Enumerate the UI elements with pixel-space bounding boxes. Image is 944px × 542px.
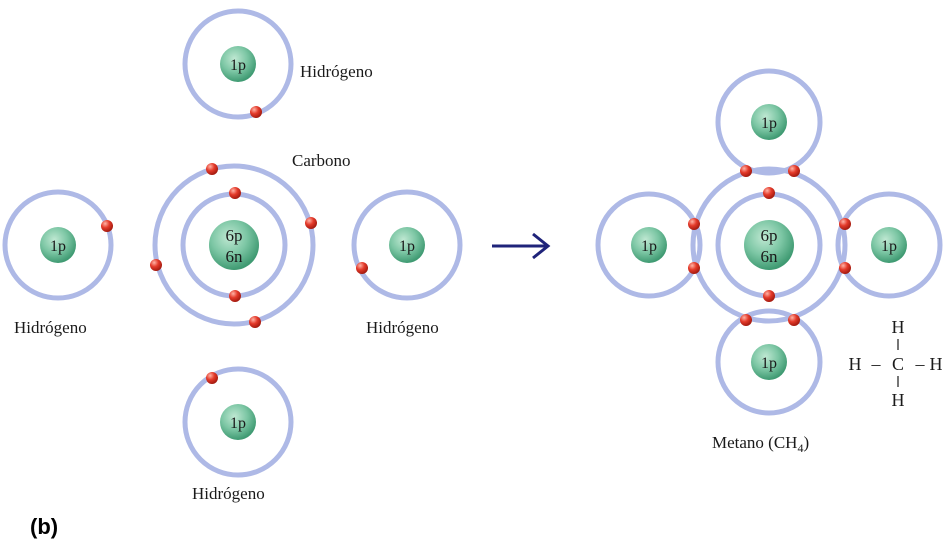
electron bbox=[206, 163, 218, 175]
electron bbox=[788, 314, 800, 326]
electron-shell bbox=[182, 366, 294, 478]
nucleus-protons-label: 6p bbox=[226, 226, 243, 245]
outer-electron-shell bbox=[152, 163, 316, 327]
hydrogen-atom-left: 1p Hidrógeno bbox=[2, 189, 114, 337]
nucleus-label: 1p bbox=[230, 57, 246, 74]
nucleus bbox=[209, 220, 259, 270]
electron bbox=[249, 316, 261, 328]
electron bbox=[206, 372, 218, 384]
nucleus bbox=[220, 46, 256, 82]
nucleus-label: 1p bbox=[881, 238, 897, 255]
hydrogen-nucleus-bottom bbox=[751, 344, 787, 380]
electron bbox=[740, 314, 752, 326]
electron bbox=[788, 165, 800, 177]
hydrogen-shell-bottom bbox=[715, 308, 823, 416]
electron bbox=[305, 217, 317, 229]
molecule-label: Metano (CH4) bbox=[712, 433, 809, 455]
electron bbox=[356, 262, 368, 274]
nucleus bbox=[40, 227, 76, 263]
hydrogen-nucleus-top bbox=[751, 104, 787, 140]
hydrogen-atom-top: 1p Hidrógeno bbox=[182, 8, 373, 120]
atom-label: Hidrógeno bbox=[192, 484, 265, 503]
formula-bond-left: – bbox=[871, 354, 882, 374]
nucleus-label: 1p bbox=[50, 238, 66, 255]
nucleus-label: 1p bbox=[761, 355, 777, 372]
nucleus bbox=[220, 404, 256, 440]
nucleus-neutrons-label: 6n bbox=[226, 247, 244, 266]
hydrogen-atom-bottom: 1p Hidrógeno bbox=[182, 366, 294, 503]
nucleus-label: 1p bbox=[761, 115, 777, 132]
atom-label: Hidrógeno bbox=[300, 62, 373, 81]
nucleus bbox=[389, 227, 425, 263]
atom-label: Hidrógeno bbox=[14, 318, 87, 337]
electron bbox=[763, 290, 775, 302]
nucleus-label: 1p bbox=[230, 415, 246, 432]
electron bbox=[839, 218, 851, 230]
hydrogen-shell-right bbox=[835, 191, 943, 299]
reaction-arrow bbox=[492, 232, 551, 260]
electron bbox=[839, 262, 851, 274]
electron bbox=[688, 218, 700, 230]
formula-c-center: C bbox=[892, 354, 904, 374]
atom-label: Hidrógeno bbox=[366, 318, 439, 337]
hydrogen-shell-top bbox=[715, 68, 823, 176]
hydrogen-atom-right: 1p Hidrógeno bbox=[351, 189, 463, 337]
carbon-atom: 6p 6n Carbono bbox=[150, 151, 351, 328]
electron bbox=[150, 259, 162, 271]
formula-h-bottom: H bbox=[892, 390, 905, 410]
structural-formula: H H – C – H H bbox=[849, 317, 943, 410]
electron bbox=[763, 187, 775, 199]
atom-label: Carbono bbox=[292, 151, 351, 170]
electron bbox=[229, 290, 241, 302]
nucleus-label: 1p bbox=[399, 238, 415, 255]
electron bbox=[101, 220, 113, 232]
carbon-nucleus bbox=[744, 220, 794, 270]
carbon-protons-label: 6p bbox=[761, 226, 778, 245]
carbon-neutrons-label: 6n bbox=[761, 247, 779, 266]
hydrogen-nucleus-right bbox=[871, 227, 907, 263]
hydrogen-nucleus-left bbox=[631, 227, 667, 263]
hydrogen-shell-left bbox=[595, 191, 703, 299]
panel-label: (b) bbox=[30, 514, 58, 539]
electron bbox=[250, 106, 262, 118]
methane-molecule: 6p 6n 1p 1p 1p 1p Metano (CH4) bbox=[595, 68, 943, 455]
electron bbox=[688, 262, 700, 274]
electron bbox=[229, 187, 241, 199]
formula-h-top: H bbox=[892, 317, 905, 337]
formula-h-right: H bbox=[930, 354, 943, 374]
formula-h-left: H bbox=[849, 354, 862, 374]
nucleus-label: 1p bbox=[641, 238, 657, 255]
electron-shell bbox=[182, 8, 294, 120]
electron-shell bbox=[351, 189, 463, 301]
electron bbox=[740, 165, 752, 177]
formula-bond-right: – bbox=[915, 354, 926, 374]
electron-shell bbox=[2, 189, 114, 301]
carbon-outer-shell bbox=[690, 166, 848, 324]
